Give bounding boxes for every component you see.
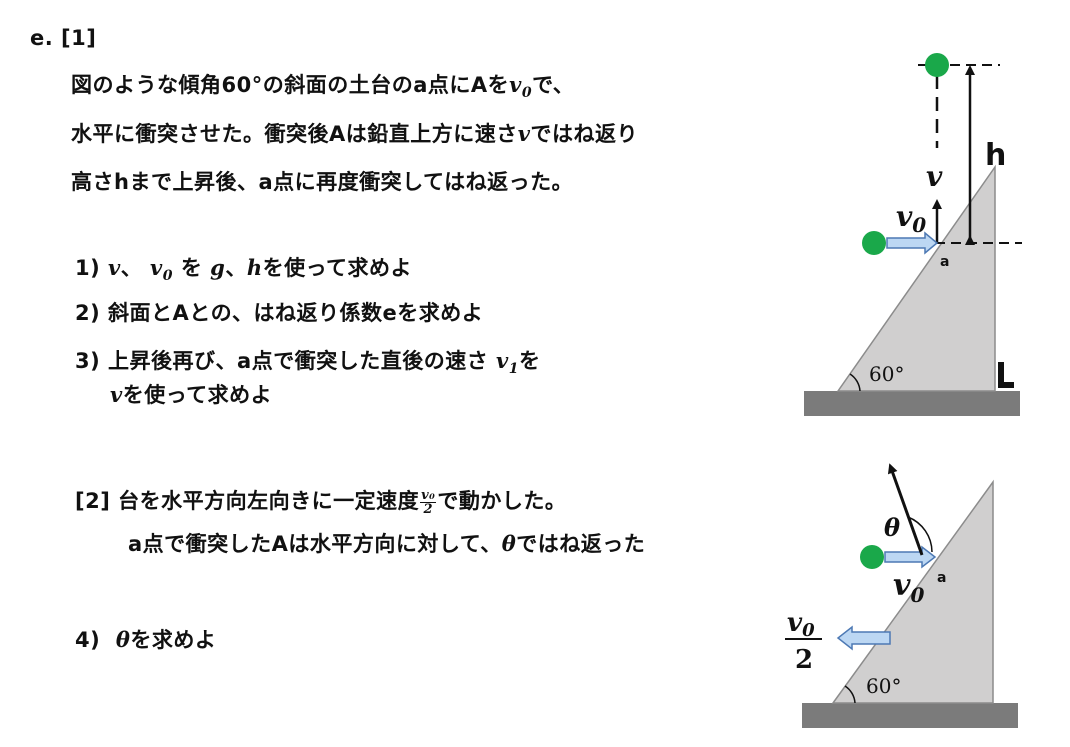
question-3-line1: 3) 上昇後再び、a点で衝突した直後の速さ v1を xyxy=(75,348,541,378)
label-h: h xyxy=(985,138,1006,173)
label-theta: θ xyxy=(884,513,900,542)
ground-2 xyxy=(802,703,1018,728)
question-3-line2: vを使って求めよ xyxy=(110,382,273,407)
figure-2: 60° θ v0 a v0 2 xyxy=(785,463,1018,728)
label-frac-num: v0 xyxy=(787,608,815,641)
label-frac-den: 2 xyxy=(795,645,813,675)
ball-top xyxy=(925,53,949,77)
question-1: 1) v、 v0 を g、hを使って求めよ xyxy=(75,255,413,285)
ball-left xyxy=(862,231,886,255)
angle-arc-2 xyxy=(844,685,856,704)
angle-label-2: 60° xyxy=(866,674,901,698)
theta-arc xyxy=(907,516,933,553)
angle-label-1: 60° xyxy=(869,362,904,386)
label-a-2: a xyxy=(937,570,946,586)
label-v0-2: v0 xyxy=(893,568,924,607)
label-a-1: a xyxy=(940,254,949,270)
label-v0: v0 xyxy=(896,200,926,237)
slope-2 xyxy=(831,479,994,704)
ground-1 xyxy=(804,391,1020,416)
figure-1: 60° h v v0 a xyxy=(804,53,1022,416)
ball-2 xyxy=(860,545,884,569)
problem1-line3: 高さhまで上昇後、a点に再度衝突してはね返った。 xyxy=(71,170,574,194)
label-v: v xyxy=(926,160,943,193)
question-4: 4) θを求めよ xyxy=(75,627,217,652)
v0-block-arrow-2 xyxy=(884,545,937,569)
table-velocity-arrow xyxy=(836,625,891,651)
angle-arc-1 xyxy=(849,373,861,392)
rebound-arrow xyxy=(887,463,924,556)
wall-mark-l-foot xyxy=(998,382,1014,388)
v0-block-arrow-1 xyxy=(886,231,939,255)
question-2: 2) 斜面とAとの、はね返り係数eを求めよ xyxy=(75,301,484,325)
wall-mark-l xyxy=(998,362,1004,388)
problem1-line2: 水平に衝突させた。衝突後Aは鉛直上方に速さvではね返り xyxy=(71,121,638,146)
problem1-line1: 図のような傾角60°の斜面の土台のa点にAをv0で、 xyxy=(71,72,575,102)
problem2-line2: a点で衝突したAは水平方向に対して、θではね返った xyxy=(128,531,646,556)
header-label: e. [1] xyxy=(30,26,97,50)
slope-1 xyxy=(836,164,996,392)
